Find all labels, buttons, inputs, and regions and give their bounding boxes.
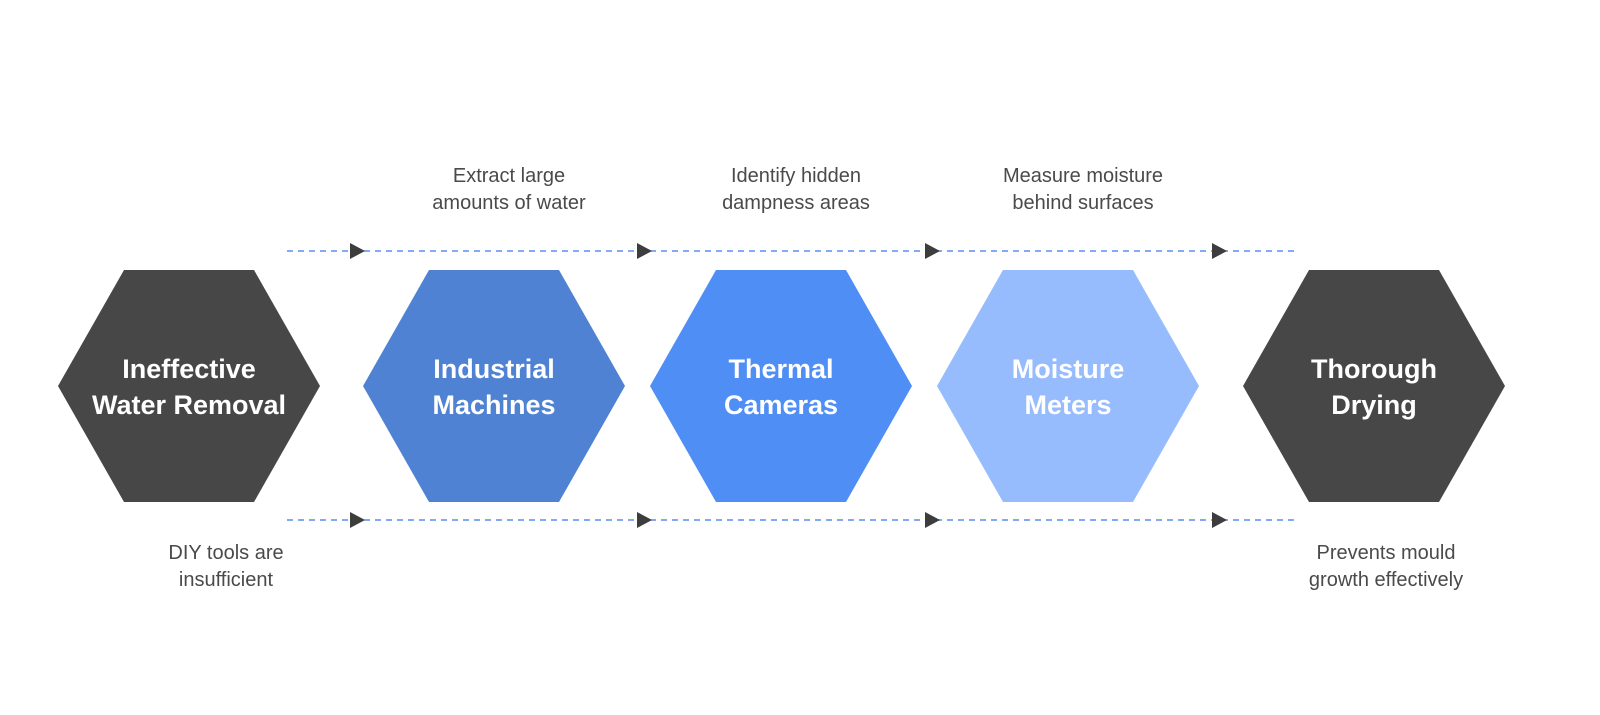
note-line: insufficient — [179, 569, 274, 591]
arrow-bottom-1 — [350, 512, 365, 528]
step-title-line: Thorough — [1311, 354, 1437, 384]
step-title-line: Water Removal — [92, 390, 286, 420]
note-line: Prevents mould — [1317, 542, 1456, 564]
step-title-line: Drying — [1331, 390, 1417, 420]
arrow-bottom-2 — [637, 512, 652, 528]
note-industrial-machines: Extract large amounts of water — [432, 165, 586, 214]
note-line: growth effectively — [1309, 569, 1463, 591]
hexagon-shape — [58, 270, 320, 502]
note-line: dampness areas — [722, 192, 870, 214]
note-thorough-drying: Prevents mould growth effectively — [1309, 542, 1463, 591]
step-notes: DIY tools are insufficient Extract large am… — [168, 165, 1463, 591]
step-title-line: Moisture — [1012, 354, 1125, 384]
arrow-top-2 — [637, 243, 652, 259]
note-line: Measure moisture — [1003, 165, 1163, 187]
note-line: Identify hidden — [731, 165, 861, 187]
note-line: DIY tools are — [168, 542, 283, 564]
hexagon-shape — [1243, 270, 1505, 502]
step-title-line: Thermal — [728, 354, 833, 384]
step-title-line: Ineffective — [122, 354, 256, 384]
arrow-bottom-4 — [1212, 512, 1227, 528]
hexagon-shape — [650, 270, 912, 502]
arrow-top-1 — [350, 243, 365, 259]
note-line: behind surfaces — [1012, 192, 1153, 214]
step-title-line: Cameras — [724, 390, 838, 420]
hexagon-shape — [937, 270, 1199, 502]
connectors — [287, 250, 1297, 521]
arrowheads — [350, 243, 1227, 528]
step-title-line: Meters — [1024, 390, 1111, 420]
note-line: amounts of water — [432, 192, 586, 214]
arrow-top-4 — [1212, 243, 1227, 259]
arrow-bottom-3 — [925, 512, 940, 528]
note-thermal-cameras: Identify hidden dampness areas — [722, 165, 870, 214]
note-line: Extract large — [453, 165, 565, 187]
note-moisture-meters: Measure moisture behind surfaces — [1003, 165, 1163, 214]
hexagon-shape — [363, 270, 625, 502]
note-ineffective-water-removal: DIY tools are insufficient — [168, 542, 283, 591]
step-title-line: Machines — [432, 390, 555, 420]
step-title-line: Industrial — [433, 354, 555, 384]
arrow-top-3 — [925, 243, 940, 259]
